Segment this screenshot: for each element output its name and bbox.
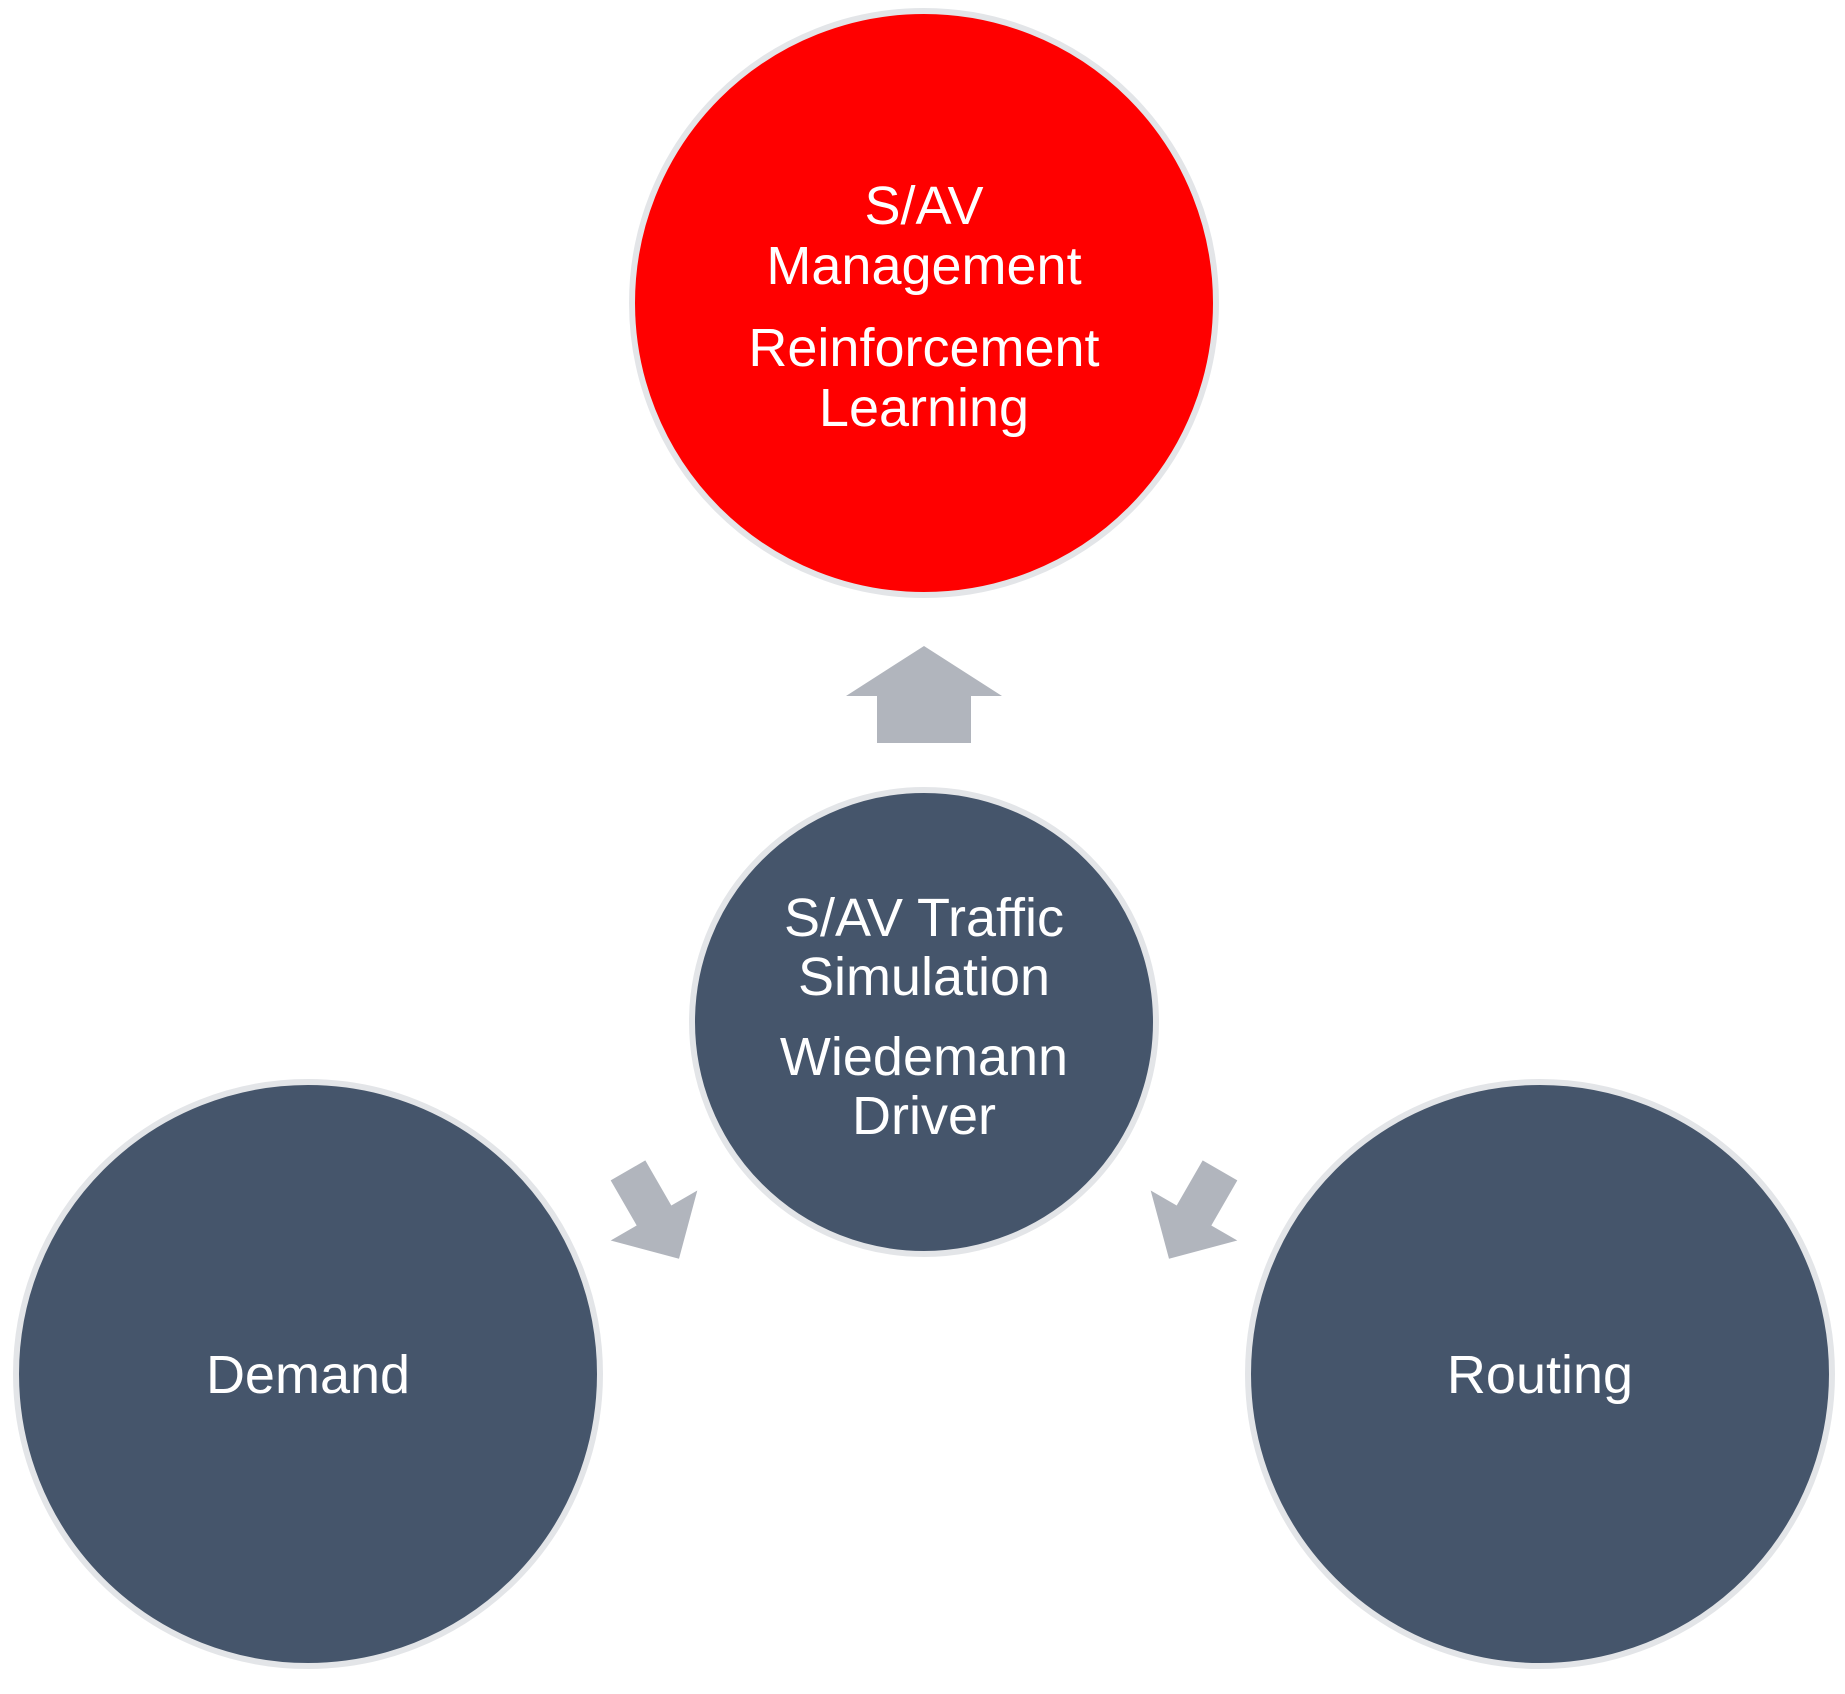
node-traffic-simulation-title-line1: S/AV Traffic xyxy=(784,888,1064,948)
node-demand-circle xyxy=(13,1079,603,1669)
arrow-to-routing-shape xyxy=(1150,1160,1238,1259)
node-traffic-simulation-method-line2: Driver xyxy=(852,1086,996,1146)
node-traffic-simulation-circle xyxy=(689,787,1159,1257)
node-routing-label: Routing xyxy=(1447,1345,1633,1405)
node-routing: Routing xyxy=(1245,1079,1835,1669)
node-routing-circle xyxy=(1245,1079,1835,1669)
node-sav-management: S/AV Management Reinforcement Learning xyxy=(629,8,1219,598)
node-demand: Demand xyxy=(13,1079,603,1669)
node-sav-management-method-line1: Reinforcement xyxy=(748,318,1099,378)
node-traffic-simulation-title-line2: Simulation xyxy=(798,947,1050,1007)
node-traffic-simulation: S/AV Traffic Simulation Wiedemann Driver xyxy=(689,787,1159,1257)
arrow-to-demand-shape xyxy=(610,1160,698,1259)
node-sav-management-title-line1: S/AV xyxy=(864,176,983,236)
node-sav-management-circle xyxy=(629,8,1219,598)
node-sav-management-title-line2: Management xyxy=(766,236,1081,296)
node-sav-management-method-line2: Learning xyxy=(819,378,1029,438)
node-demand-label: Demand xyxy=(206,1345,410,1405)
arrow-to-routing xyxy=(1150,1160,1238,1259)
arrow-up-to-management xyxy=(846,646,1002,743)
arrow-to-demand xyxy=(610,1160,698,1259)
node-traffic-simulation-method-line1: Wiedemann xyxy=(780,1027,1068,1087)
